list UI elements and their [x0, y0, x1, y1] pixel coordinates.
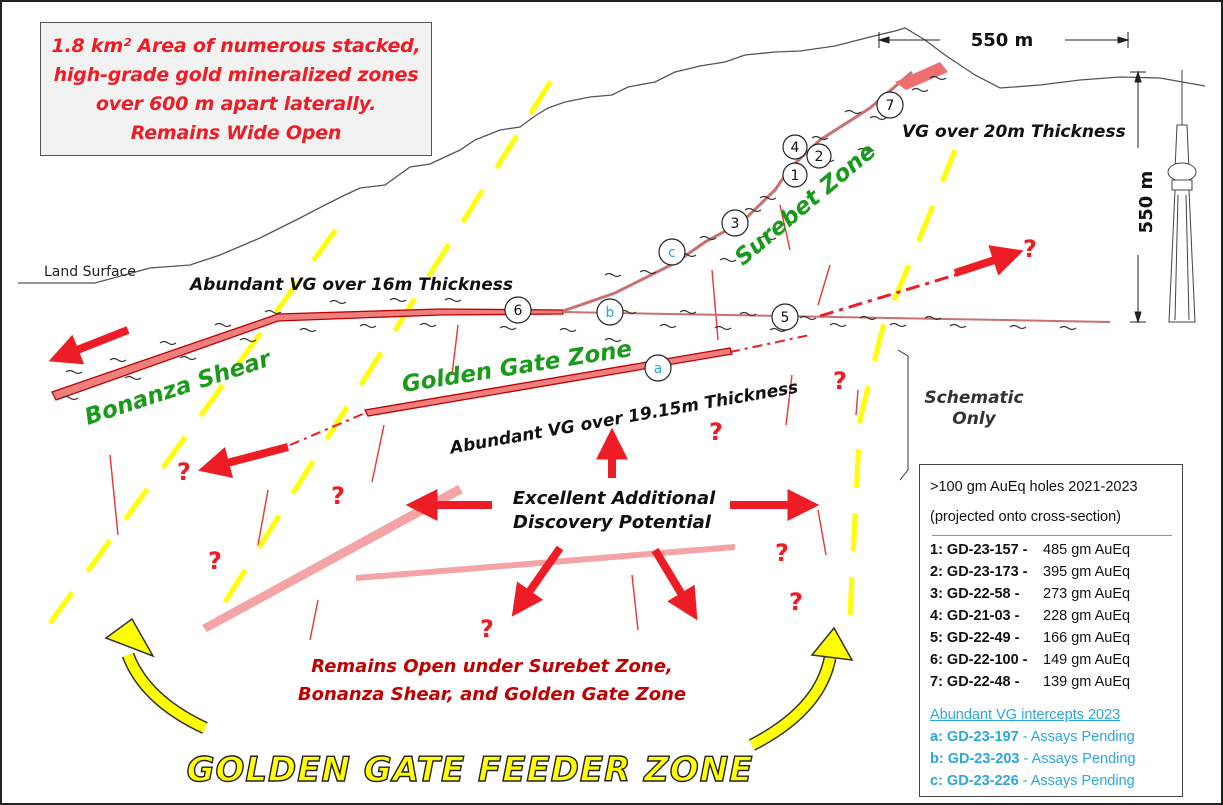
- yellow-arrow-left-head: [104, 617, 155, 658]
- question-mark-7: ?: [775, 539, 789, 567]
- question-mark-8: ?: [789, 588, 803, 616]
- legend-pending-a: a: GD-23-197 - Assays Pending: [930, 729, 1135, 745]
- schematic-line-1: Schematic: [924, 388, 1023, 408]
- legend-title-line-2: (projected onto cross-section): [930, 509, 1121, 525]
- legend-pending-b: b: GD-23-203 - Assays Pending: [930, 751, 1136, 767]
- surebet-connector: [562, 70, 913, 313]
- vein-lines: [109, 204, 859, 641]
- legend-box: >100 gm AuEq holes 2021-2023 (projected …: [919, 464, 1183, 797]
- svg-text:b: b: [606, 305, 615, 321]
- legend-pending-c: c: GD-23-226 - Assays Pending: [930, 773, 1135, 789]
- arrow-discovery-down-left: [511, 545, 564, 617]
- remains-open-line-1: Remains Open under Surebet Zone,: [311, 656, 673, 677]
- legend-hole-2: 2: GD-23-173 -395 gm AuEq: [930, 564, 1131, 580]
- marker-2: 2: [806, 143, 832, 169]
- red-arrows: [48, 245, 1024, 621]
- legend-pending-title: Abundant VG intercepts 2023: [930, 707, 1121, 723]
- vg-20m-label: VG over 20m Thickness: [902, 122, 1126, 142]
- marker-4: 4: [782, 134, 808, 160]
- question-mark-4: ?: [177, 458, 191, 486]
- surebet-upper-vein: [895, 62, 948, 90]
- svg-text:7: 7: [886, 98, 895, 114]
- svg-text:c: c: [668, 245, 676, 261]
- question-mark-3: ?: [709, 418, 723, 446]
- legend-hole-3: 3: GD-22-58 -273 gm AuEq: [930, 586, 1131, 602]
- svg-text:4: 4: [791, 140, 800, 156]
- question-mark-1: ?: [1023, 235, 1037, 263]
- question-mark-5: ?: [331, 482, 345, 510]
- vertical-scale-bar: [1130, 70, 1146, 324]
- horizon-extension-east: [819, 270, 966, 318]
- golden-gate-extension-west: [289, 412, 366, 446]
- svg-text:6: 6: [514, 303, 523, 319]
- bonanza-shear-label: Bonanza Shear: [82, 346, 276, 431]
- marker-b: b: [596, 298, 624, 326]
- legend-hole-5: 5: GD-22-49 -166 gm AuEq: [930, 630, 1131, 646]
- horizontal-scale-bar: [877, 32, 1130, 48]
- yellow-arrow-right-head: [810, 626, 854, 661]
- feeder-zone-title: GOLDEN GATE FEEDER ZONE: [187, 750, 754, 790]
- horizontal-scale-label: 550 m: [971, 30, 1034, 51]
- lower-vein-diagonal: [202, 485, 463, 632]
- svg-text:a: a: [654, 361, 663, 377]
- remains-open-line-2: Bonanza Shear, and Golden Gate Zone: [298, 684, 686, 705]
- svg-text:2: 2: [815, 149, 824, 165]
- legend-title-line-1: >100 gm AuEq holes 2021-2023: [930, 479, 1138, 495]
- marker-5: 5: [771, 303, 799, 331]
- cn-tower-icon: [1167, 70, 1197, 323]
- schematic-line-2: Only: [952, 409, 996, 429]
- question-marks: ? ? ? ? ? ? ? ? ?: [177, 235, 1037, 643]
- arrow-golden-gate-west: [198, 443, 290, 478]
- feeder-boundary-left-outer: [47, 208, 353, 625]
- marker-1: 1: [782, 162, 808, 188]
- svg-text:3: 3: [731, 216, 740, 232]
- feeder-boundary-right: [847, 149, 958, 616]
- legend-separator: [932, 535, 1172, 536]
- schematic-bracket: [897, 349, 909, 481]
- legend-hole-4: 4: GD-21-03 -228 gm AuEq: [930, 608, 1131, 624]
- marker-a: a: [644, 354, 672, 382]
- headline-line-2: high-grade gold mineralized zones: [53, 64, 419, 86]
- land-surface-line: [18, 27, 1206, 284]
- marker-3: 3: [721, 209, 749, 237]
- headline-line-3: over 600 m apart laterally.: [95, 93, 377, 115]
- legend-hole-6: 6: GD-22-100 -149 gm AuEq: [930, 652, 1131, 668]
- question-mark-6: ?: [208, 547, 222, 575]
- headline-box: 1.8 km² Area of numerous stacked, high-g…: [40, 22, 432, 156]
- svg-text:5: 5: [781, 310, 790, 326]
- question-mark-2: ?: [833, 367, 847, 395]
- arrow-discovery-down-right: [651, 547, 698, 621]
- discovery-line-1: Excellent Additional: [513, 488, 716, 509]
- arrow-horizon-east: [953, 245, 1024, 277]
- land-surface-label: Land Surface: [44, 264, 136, 280]
- question-mark-9: ?: [480, 615, 494, 643]
- horizon-line: [562, 311, 1111, 323]
- marker-c: c: [658, 238, 686, 266]
- golden-gate-vein: [364, 347, 733, 417]
- arrow-bonanza-west: [48, 326, 130, 365]
- hole-markers: 7 4 2 1 3 c 6 b 5 a: [504, 91, 904, 382]
- yellow-arrow-right-shaft: [749, 656, 837, 751]
- vg-16m-label: Abundant VG over 16m Thickness: [188, 275, 513, 295]
- discovery-line-2: Discovery Potential: [513, 512, 712, 533]
- feeder-boundary-left-inner: [222, 58, 567, 604]
- marker-7: 7: [876, 91, 904, 119]
- legend-hole-1: 1: GD-23-157 -485 gm AuEq: [930, 542, 1131, 558]
- surebet-zone-label: Surebet Zone: [730, 138, 881, 271]
- svg-text:1: 1: [791, 168, 800, 184]
- squiggle-marks: [61, 75, 1077, 401]
- vertical-scale-label: 550 m: [1136, 171, 1157, 234]
- legend-hole-7: 7: GD-22-48 -139 gm AuEq: [930, 674, 1131, 690]
- headline-line-1: 1.8 km² Area of numerous stacked,: [51, 35, 421, 57]
- marker-6: 6: [504, 296, 532, 324]
- bonanza-shear-vein: [51, 308, 564, 401]
- golden-gate-extension-east: [729, 334, 811, 353]
- headline-line-4: Remains Wide Open: [130, 122, 342, 144]
